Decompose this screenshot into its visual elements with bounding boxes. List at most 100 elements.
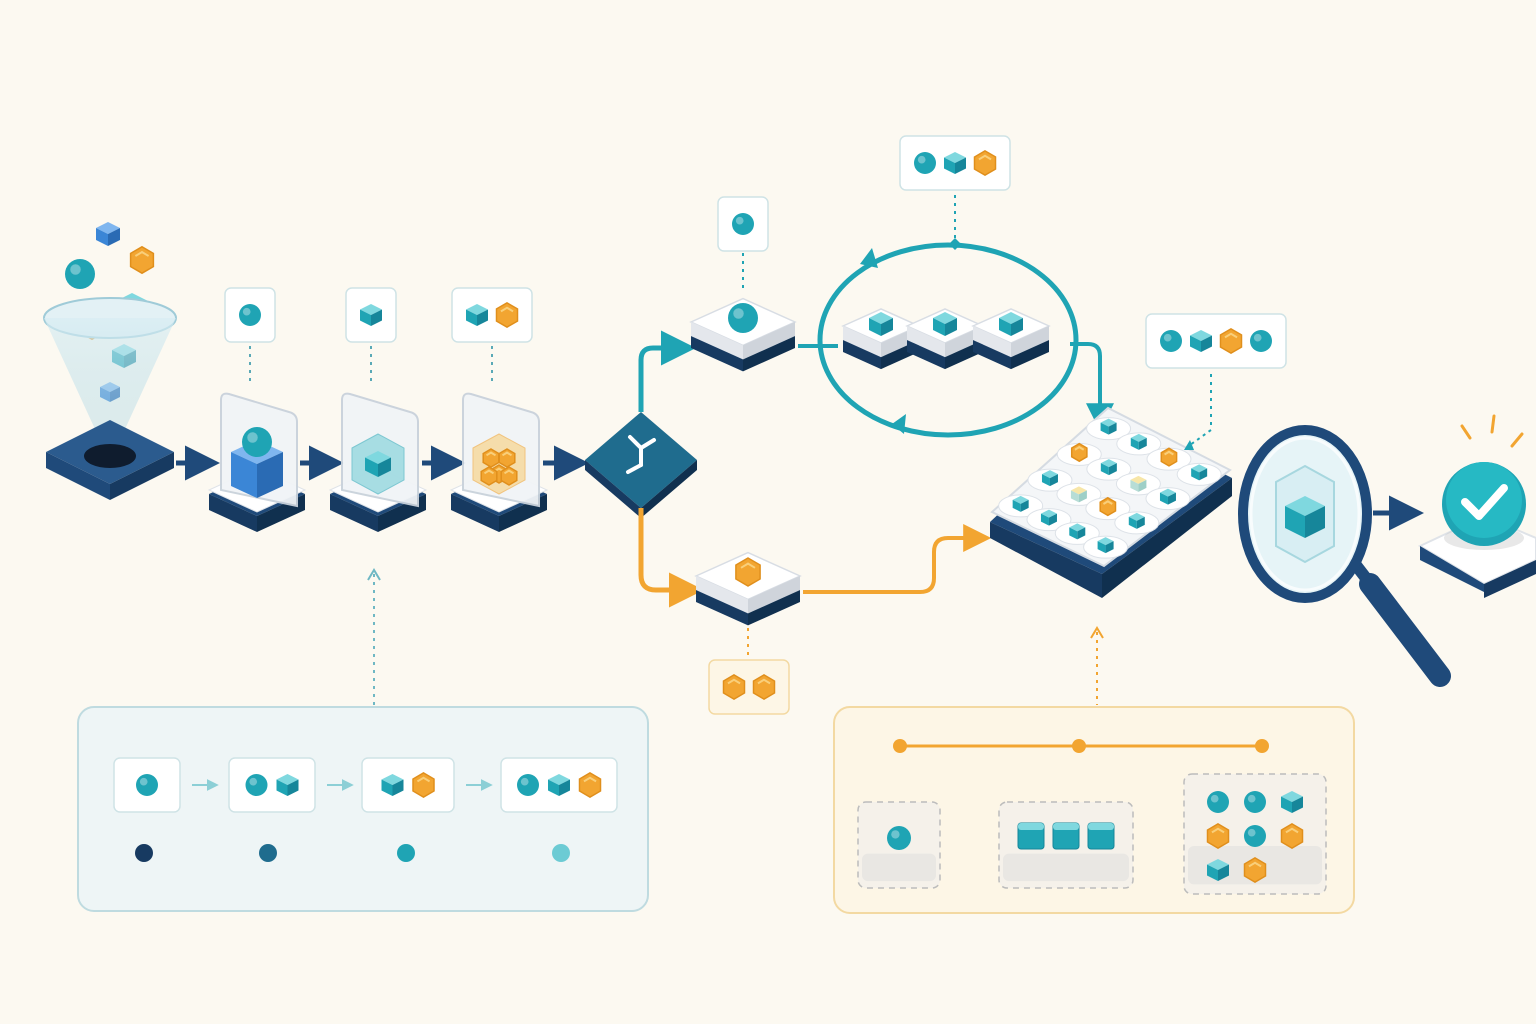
sphere-icon — [1207, 791, 1229, 813]
hexagon-cluster-icon — [472, 433, 526, 495]
grid-cell — [1085, 496, 1131, 521]
cube-icon — [1130, 433, 1147, 450]
sequence-group — [361, 757, 455, 813]
hexagon-icon — [412, 772, 435, 798]
check-node[interactable] — [1417, 414, 1536, 598]
cube-icon — [1190, 330, 1212, 352]
grid-cell — [1086, 417, 1132, 441]
branch-split-node[interactable] — [585, 412, 697, 518]
grid-cell — [1146, 447, 1192, 471]
grid-cell — [998, 494, 1044, 518]
sphere-on-cube-icon — [231, 427, 283, 498]
glass-cube-icon — [351, 433, 405, 495]
hexagon-icon — [500, 466, 518, 486]
cube-icon — [1207, 859, 1229, 881]
sequence-group — [113, 757, 181, 813]
cube-icon — [1130, 475, 1147, 492]
timeline-step — [135, 844, 153, 862]
hexagon-icon — [495, 302, 519, 328]
cube-icon — [933, 312, 957, 336]
grid-cell — [1176, 462, 1222, 486]
cube-icon — [999, 312, 1023, 336]
funnel-hole — [84, 444, 136, 468]
pipeline-stages — [207, 287, 549, 532]
grid-cell — [1145, 487, 1191, 511]
upper-branch-node[interactable] — [689, 297, 797, 372]
sphere-icon — [914, 152, 936, 174]
cube-icon — [381, 774, 404, 796]
legend-sequence-panel — [77, 706, 649, 912]
sphere-icon — [1250, 330, 1272, 352]
lower-branch-label — [708, 659, 790, 715]
loop-to-grid-path — [1070, 342, 1114, 432]
cube-icon — [466, 304, 488, 326]
pipeline-stage[interactable] — [207, 392, 307, 532]
loop-node[interactable] — [971, 308, 1051, 370]
cycle-loop-icon — [817, 242, 1079, 438]
timeline-step — [552, 844, 570, 862]
stage-label — [345, 287, 397, 343]
grid-matrix-icon[interactable] — [990, 406, 1232, 598]
sequence-group — [228, 757, 316, 813]
magnifier-icon[interactable] — [1238, 425, 1451, 687]
hexagon-icon — [1206, 823, 1230, 849]
sphere-icon — [1160, 330, 1182, 352]
cube-icon — [1070, 486, 1087, 503]
hexagon-icon — [578, 772, 602, 798]
label-box — [1145, 313, 1287, 369]
grid-cell — [1086, 457, 1132, 481]
cube-icon — [1012, 495, 1029, 512]
pipeline-stage[interactable] — [328, 392, 428, 532]
sphere-icon — [136, 774, 158, 796]
cube-icon — [1281, 791, 1303, 813]
hexagon-icon — [1280, 823, 1304, 849]
hexagon-icon — [735, 557, 761, 587]
grid-cell — [1056, 482, 1102, 506]
grid-cell — [1116, 432, 1162, 456]
pipeline-stage[interactable] — [449, 392, 549, 532]
sphere-icon — [245, 774, 268, 796]
loop-node[interactable] — [905, 308, 985, 370]
grid-cell — [1115, 472, 1161, 496]
sphere-icon — [728, 303, 758, 333]
cube-icon — [360, 304, 382, 326]
grid-cell — [1026, 508, 1072, 532]
hexagon-icon — [1160, 447, 1178, 467]
sphere-icon — [65, 259, 95, 289]
scaling-group — [857, 801, 941, 889]
sphere-icon — [887, 826, 911, 850]
lower-to-grid-path — [803, 524, 992, 594]
hexagon-icon — [973, 150, 997, 176]
sequence-group — [500, 757, 618, 813]
legend-scaling-panel — [833, 706, 1355, 914]
sphere-icon — [517, 774, 539, 796]
hexagon-icon — [498, 448, 516, 468]
timeline-step — [259, 844, 277, 862]
stage-label — [451, 287, 533, 343]
timeline-step — [1072, 739, 1086, 753]
hexagon-icon — [1219, 328, 1243, 354]
cube-icon — [548, 774, 570, 796]
funnel-icon — [44, 318, 176, 440]
hexagon-icon — [129, 245, 155, 275]
sequence-timeline-steps — [135, 844, 570, 862]
cube-icon — [944, 152, 966, 174]
cube-icon — [1285, 496, 1325, 538]
hexagon-icon — [1243, 857, 1267, 883]
label-box — [451, 287, 533, 343]
upper-branch-path — [638, 330, 696, 412]
cube-icon — [96, 222, 120, 246]
source-node — [43, 222, 177, 500]
grid-cell — [1027, 468, 1073, 492]
hexagon-icon — [482, 448, 500, 468]
lower-branch-path — [638, 508, 704, 608]
timeline-step — [397, 844, 415, 862]
cube-icon — [1191, 464, 1208, 481]
lower-branch-node[interactable] — [694, 551, 802, 626]
sphere-icon — [1244, 791, 1266, 813]
hexagon-icon — [1099, 496, 1117, 517]
cube-icon — [365, 451, 391, 477]
timeline-step — [1255, 739, 1269, 753]
grid-cell — [1114, 511, 1160, 535]
